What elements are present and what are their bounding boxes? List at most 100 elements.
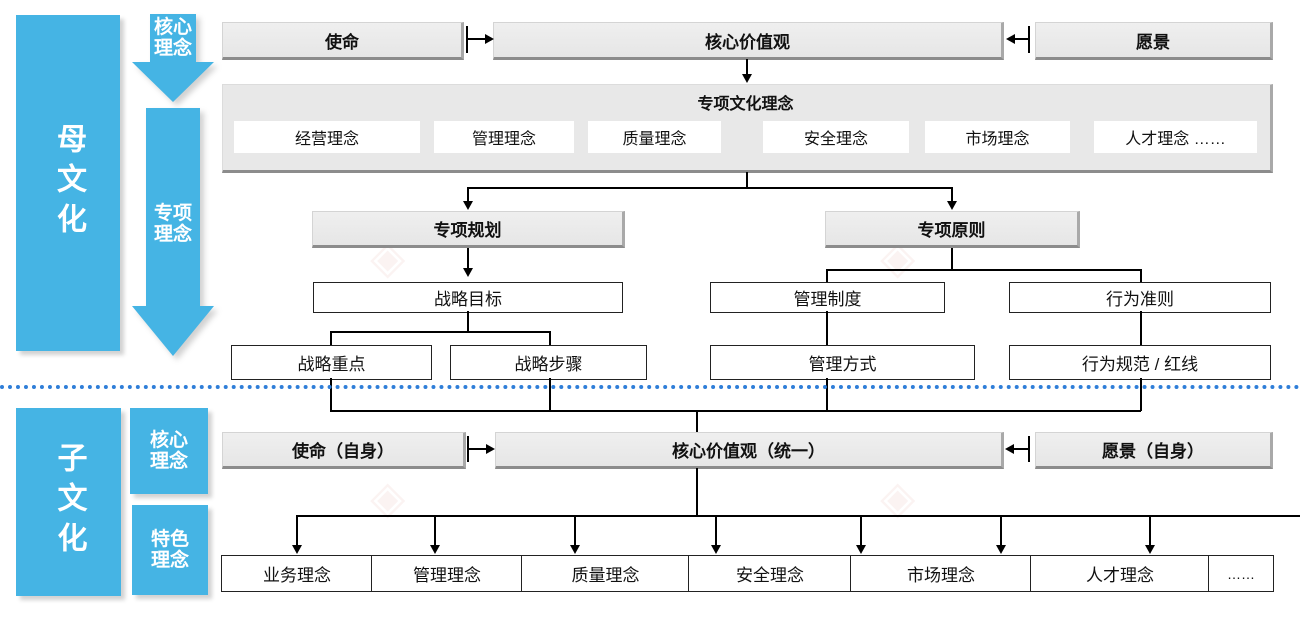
parent-mission-box[interactable]: 使命 (222, 22, 464, 60)
parent-culture-band-label: 母文化 (52, 123, 85, 243)
mgmt-system-box[interactable]: 管理制度 (710, 282, 945, 313)
connector (1014, 448, 1029, 450)
parent-core-values-box[interactable]: 核心价值观 (493, 22, 1004, 60)
connector (1140, 378, 1142, 411)
arrowhead-icon (856, 545, 866, 554)
connector (549, 331, 551, 345)
culture-chip[interactable]: 质量理念 (588, 121, 721, 153)
connector (860, 515, 862, 547)
behavior-norm-label: 行为规范 / 红线 (1081, 355, 1199, 374)
child-concept-box[interactable]: 管理理念 (371, 555, 523, 592)
connector (1140, 311, 1142, 346)
child-concept-box[interactable]: …… (1208, 555, 1274, 592)
strategy-steps-box[interactable]: 战略步骤 (450, 345, 647, 380)
connector (467, 187, 469, 203)
arrowhead-icon (463, 268, 473, 277)
connector (296, 515, 298, 547)
connector (826, 311, 828, 346)
connector (1149, 515, 1151, 547)
connector (296, 515, 1300, 517)
behavior-guideline-label: 行为准则 (1106, 290, 1174, 309)
child-core-values-box[interactable]: 核心价值观（统一） (495, 432, 1004, 469)
section-divider (0, 385, 1300, 389)
culture-chip[interactable]: 管理理念 (434, 121, 574, 153)
culture-chip-label: 经营理念 (294, 131, 359, 148)
child-concept-label: 市场理念 (907, 566, 975, 585)
connector (549, 378, 551, 411)
arrowhead-icon (463, 201, 473, 210)
arrowhead-icon (570, 545, 580, 554)
parent-vision-label: 愿景 (1136, 32, 1170, 52)
child-core-concept-tag: 核心 理念 (130, 408, 208, 494)
child-core-concept-tag-line1: 核心 (149, 429, 188, 451)
strategy-goal-label: 战略目标 (434, 290, 502, 309)
mgmt-system-label: 管理制度 (793, 290, 862, 309)
connector (951, 187, 953, 203)
special-principle-box[interactable]: 专项原则 (825, 211, 1080, 248)
arrowhead-icon (486, 444, 495, 454)
parent-special-concept-arrow: 专项 理念 (132, 108, 214, 356)
connector (1015, 38, 1029, 40)
child-concept-label: 业务理念 (263, 566, 331, 585)
child-concept-box[interactable]: 人才理念 (1030, 555, 1210, 592)
child-mission-box[interactable]: 使命（自身） (222, 432, 466, 469)
culture-chip[interactable]: 经营理念 (234, 121, 420, 153)
parent-special-concept-arrow-line2: 理念 (153, 223, 192, 245)
connector (330, 331, 332, 345)
child-feature-concept-tag-line1: 特色 (150, 528, 189, 550)
culture-chip-label: 人才理念 …… (1125, 131, 1226, 148)
arrowhead-icon (292, 545, 302, 554)
culture-chip-label: 管理理念 (471, 131, 536, 148)
child-core-values-label: 核心价值观（统一） (672, 442, 825, 461)
connector (826, 269, 828, 283)
arrowhead-icon (996, 545, 1006, 554)
child-vision-box[interactable]: 愿景（自身） (1035, 432, 1273, 469)
connector (434, 515, 436, 547)
connector (696, 468, 698, 516)
child-concept-box[interactable]: 市场理念 (850, 555, 1032, 592)
connector (715, 515, 717, 547)
strategy-focus-box[interactable]: 战略重点 (231, 345, 432, 380)
parent-mission-label: 使命 (325, 32, 359, 52)
connector (746, 59, 748, 76)
parent-vision-box[interactable]: 愿景 (1035, 22, 1273, 60)
connector (467, 248, 469, 270)
arrowhead-icon (430, 545, 440, 554)
culture-chip-label: 市场理念 (965, 131, 1030, 148)
child-feature-concept-tag: 特色 理念 (132, 505, 208, 595)
behavior-norm-box[interactable]: 行为规范 / 红线 (1009, 345, 1271, 380)
child-concept-box[interactable]: 安全理念 (688, 555, 852, 592)
special-principle-label: 专项原则 (917, 221, 986, 240)
child-culture-band-label: 子文化 (52, 442, 86, 562)
culture-chip[interactable]: 人才理念 …… (1094, 121, 1257, 153)
arrowhead-icon (1145, 545, 1155, 554)
special-culture-panel-title: 专项文化理念 (697, 96, 794, 113)
parent-core-values-label: 核心价值观 (705, 32, 790, 52)
child-concept-box[interactable]: 质量理念 (521, 555, 690, 592)
behavior-guideline-box[interactable]: 行为准则 (1009, 282, 1271, 313)
child-mission-label: 使命（自身） (292, 442, 394, 461)
arrowhead-icon (947, 201, 957, 210)
connector (330, 378, 332, 411)
strategy-goal-box[interactable]: 战略目标 (313, 282, 623, 313)
parent-special-concept-arrow-line1: 专项 (153, 203, 192, 224)
parent-core-concept-arrow-line1: 核心 (153, 17, 192, 38)
culture-chip[interactable]: 安全理念 (763, 121, 909, 153)
special-plan-box[interactable]: 专项规划 (312, 211, 625, 248)
culture-chip[interactable]: 市场理念 (925, 121, 1070, 153)
connector (467, 448, 487, 450)
special-plan-label: 专项规划 (433, 221, 502, 240)
connector (467, 187, 952, 189)
child-concept-label: …… (1227, 565, 1255, 582)
strategy-steps-label: 战略步骤 (514, 355, 583, 374)
arrowhead-icon (711, 545, 721, 554)
connector (826, 378, 828, 411)
child-concept-label: 安全理念 (736, 566, 804, 585)
child-concept-label: 质量理念 (571, 566, 640, 585)
parent-core-concept-arrow-line2: 理念 (153, 37, 192, 59)
connector (951, 248, 953, 270)
arrowhead-icon (742, 74, 752, 83)
mgmt-method-box[interactable]: 管理方式 (710, 345, 975, 380)
culture-chip-label: 安全理念 (803, 131, 868, 148)
child-concept-box[interactable]: 业务理念 (221, 555, 373, 592)
